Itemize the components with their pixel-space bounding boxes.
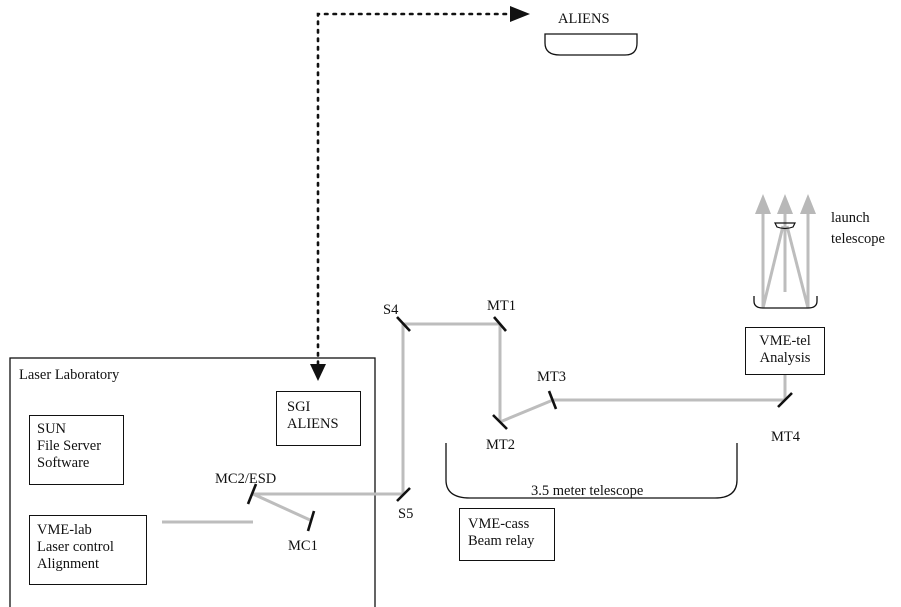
mirror-s5 [396,487,411,502]
sgi-line-2: ALIENS [287,416,339,432]
launch-secondary-mirror [774,222,796,230]
vme-cass-box: VME-cass Beam relay [459,508,555,561]
mirror-mt4 [777,392,793,408]
sgi-line-1: SGI [287,399,311,415]
aliens-label: ALIENS [558,11,610,27]
launch-primary-mirror [753,296,818,309]
arrow-right-to-aliens [510,6,530,22]
launch-arrows [755,194,816,214]
telescope-primary-mirror [445,443,738,499]
mirror-mc1 [306,510,316,532]
label-mt1: MT1 [487,298,516,314]
label-mt4: MT4 [771,429,800,445]
telescope-label: 3.5 meter telescope [531,483,644,499]
vme-lab-box: VME-lab Laser control Alignment [29,515,147,585]
label-s4: S4 [383,302,399,318]
sun-line-3: Software [37,455,90,471]
sun-line-2: File Server [37,438,102,454]
label-mc1: MC1 [288,538,318,554]
aliens-dish [544,33,638,56]
vme-tel-box: VME-tel Analysis [745,327,825,375]
mirror-mt2 [492,414,508,430]
label-mt3: MT3 [537,369,566,385]
sgi-aliens-box: SGI ALIENS [276,391,361,446]
data-link-dotted [316,12,512,366]
vme-tel-line-2: Analysis [759,350,811,366]
vme-cass-line-2: Beam relay [468,533,535,549]
sun-file-server-box: SUN File Server Software [29,415,124,485]
launch-telescope-label-1: launch [831,210,870,226]
vme-lab-line-2: Laser control [37,539,114,555]
mirror-mc2-esd [246,483,258,505]
mirror-mt3 [547,390,558,410]
label-mt2: MT2 [486,437,515,453]
mirror-ticks [246,316,793,532]
label-mc2-esd: MC2/ESD [215,471,277,487]
launch-telescope-label-2: telescope [831,231,885,247]
vme-tel-line-1: VME-tel [759,333,811,349]
vme-cass-line-1: VME-cass [468,516,530,532]
sun-line-1: SUN [37,421,67,437]
label-s5: S5 [398,506,414,522]
laser-lab-title: Laser Laboratory [19,367,120,383]
vme-lab-line-3: Alignment [37,556,100,572]
arrow-down-to-sgi [310,364,326,381]
laser-lab-frame [9,357,376,607]
vme-lab-line-1: VME-lab [37,522,92,538]
mirror-mt1 [493,316,507,332]
mirror-s4 [396,316,411,332]
